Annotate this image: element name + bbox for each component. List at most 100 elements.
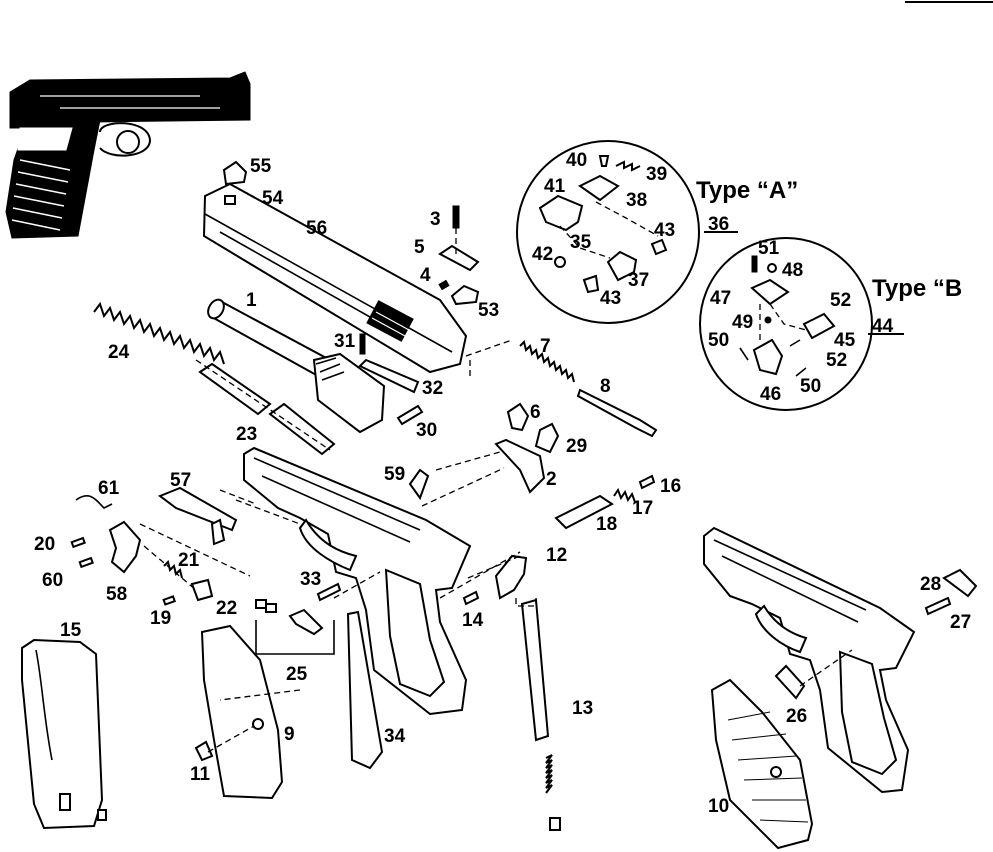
label-50a: 50 xyxy=(708,330,729,351)
label-38: 38 xyxy=(626,190,647,211)
part-2 xyxy=(494,438,546,494)
label-52a: 52 xyxy=(830,290,851,311)
pin-14 xyxy=(462,590,480,606)
part-18 xyxy=(554,494,614,530)
label-9: 9 xyxy=(284,724,295,745)
label-42: 42 xyxy=(532,244,553,265)
label-55: 55 xyxy=(250,156,272,177)
spring-61 xyxy=(75,495,113,509)
label-7: 7 xyxy=(540,336,551,357)
label-16: 16 xyxy=(660,476,681,497)
type-a-detail xyxy=(516,140,700,324)
slide-stop-57 xyxy=(157,486,301,546)
label-39: 39 xyxy=(646,164,667,185)
label-2: 2 xyxy=(546,469,557,490)
label-35: 35 xyxy=(570,232,592,253)
label-24: 24 xyxy=(108,342,130,363)
bracket-13 xyxy=(515,598,537,607)
spring-21 xyxy=(163,560,183,579)
label-4: 4 xyxy=(420,265,431,286)
part-22 xyxy=(190,578,214,602)
rear-sight-55 xyxy=(222,160,248,186)
label-26: 26 xyxy=(786,706,807,727)
label-21: 21 xyxy=(178,550,200,571)
label-10: 10 xyxy=(708,796,729,817)
label-3: 3 xyxy=(430,209,441,230)
label-49: 49 xyxy=(732,312,753,333)
label-23: 23 xyxy=(236,424,257,445)
pin-16 xyxy=(638,474,656,490)
label-48: 48 xyxy=(782,260,803,281)
pin-3 xyxy=(452,205,460,229)
label-43b: 43 xyxy=(600,288,621,309)
pin-27 xyxy=(924,596,952,616)
pin-33 xyxy=(316,582,342,602)
connector-lines xyxy=(219,360,521,701)
leader-21 xyxy=(143,545,197,591)
label-17: 17 xyxy=(632,498,653,519)
part-29 xyxy=(534,422,560,454)
type-b-label: Type “B xyxy=(872,275,962,302)
part-labels: 1 2 3 4 5 6 7 8 9 10 11 12 13 14 15 16 1… xyxy=(34,150,971,817)
leader-7 xyxy=(465,339,513,357)
label-60: 60 xyxy=(42,570,63,591)
part-30 xyxy=(396,404,424,426)
part-4 xyxy=(438,279,450,291)
label-19: 19 xyxy=(150,608,171,629)
label-27: 27 xyxy=(950,612,971,633)
label-41: 41 xyxy=(544,176,566,197)
magazine-15 xyxy=(21,638,107,830)
pistol-silhouette xyxy=(5,71,251,239)
label-59: 59 xyxy=(384,464,405,485)
label-40: 40 xyxy=(566,150,587,171)
label-37: 37 xyxy=(628,270,649,291)
part-5 xyxy=(438,244,480,272)
leader-11 xyxy=(207,725,255,753)
label-34: 34 xyxy=(384,726,406,747)
frame-main xyxy=(243,446,472,716)
label-30: 30 xyxy=(416,420,437,441)
recoil-spring-24 xyxy=(93,301,225,365)
leader-58 xyxy=(139,523,251,577)
screw-11 xyxy=(194,740,214,762)
trigger-12 xyxy=(494,554,528,600)
pin-60 xyxy=(78,556,94,569)
label-12: 12 xyxy=(546,545,567,566)
part-34 xyxy=(346,610,384,770)
spring-17 xyxy=(613,487,636,503)
screw-hole-9 xyxy=(252,718,264,730)
label-22: 22 xyxy=(216,598,237,619)
label-52b: 52 xyxy=(826,350,847,371)
type-b-group-number: 44 xyxy=(872,316,894,337)
type-a-label: Type “A” xyxy=(696,177,798,204)
label-57: 57 xyxy=(170,470,191,491)
label-45: 45 xyxy=(834,330,856,351)
label-8: 8 xyxy=(600,376,611,397)
pin-31 xyxy=(359,333,366,355)
label-58: 58 xyxy=(106,584,127,605)
label-18: 18 xyxy=(596,514,617,535)
pin-19 xyxy=(162,595,177,606)
label-50b: 50 xyxy=(800,376,821,397)
label-11: 11 xyxy=(190,764,211,785)
type-b-detail xyxy=(699,237,873,411)
label-15: 15 xyxy=(60,620,82,641)
label-33: 33 xyxy=(300,569,321,590)
grip-panel-10 xyxy=(710,678,814,850)
label-53: 53 xyxy=(478,300,499,321)
label-31: 31 xyxy=(334,331,356,352)
part-26 xyxy=(774,664,806,700)
label-54: 54 xyxy=(262,188,284,209)
part-25-group xyxy=(255,599,335,655)
part-28 xyxy=(942,568,978,598)
barrel-1 xyxy=(207,298,386,434)
spring-7 xyxy=(519,340,575,383)
part-59 xyxy=(408,468,430,501)
label-56: 56 xyxy=(306,218,327,239)
label-5: 5 xyxy=(414,237,425,258)
label-47: 47 xyxy=(710,288,731,309)
plunger-13 xyxy=(549,817,561,831)
grip-panel-9 xyxy=(200,624,284,800)
spring-13 xyxy=(545,754,553,794)
